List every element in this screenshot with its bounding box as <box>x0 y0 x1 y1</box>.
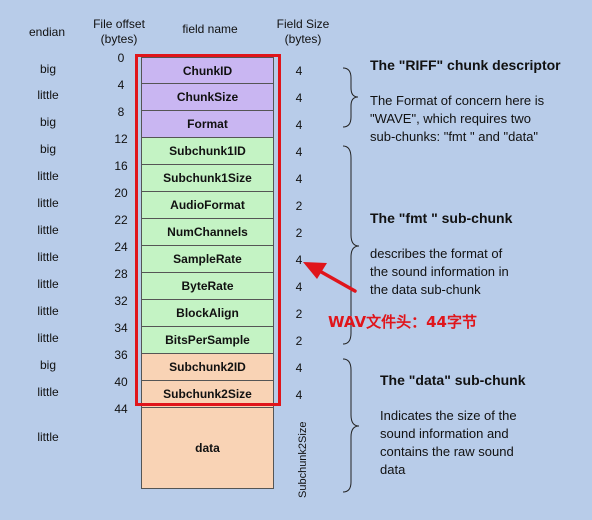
data-section-title: The "data" sub-chunk <box>380 372 526 388</box>
header-highlight-box <box>135 54 281 406</box>
offset-header: File offset (bytes) <box>84 17 154 47</box>
size-label: 4 <box>295 172 303 186</box>
offset-label: 36 <box>114 348 128 362</box>
offset-label: 0 <box>117 51 125 65</box>
size-label: 2 <box>295 307 303 321</box>
size-header-line1: Field Size <box>276 17 330 31</box>
wav-header-annotation: WAV文件头：44字节 <box>328 313 477 331</box>
endian-label: big <box>39 115 56 129</box>
riff-brace <box>342 67 359 128</box>
data-section-description: Indicates the size of the sound informat… <box>380 407 517 479</box>
field-blockalign: BlockAlign <box>141 299 274 327</box>
offset-label: 40 <box>114 375 128 389</box>
endian-header: endian <box>28 25 66 39</box>
red-arrow-shaft <box>314 267 357 293</box>
field-format: Format <box>141 110 274 138</box>
offset-label: 16 <box>114 159 128 173</box>
size-label: 4 <box>295 253 303 267</box>
size-label: 4 <box>295 388 303 402</box>
endian-label: little <box>37 196 59 210</box>
field-data: data <box>141 407 274 489</box>
endian-label: big <box>39 358 56 372</box>
fmt-desc-line: describes the format of <box>370 246 503 261</box>
offset-label: 44 <box>114 402 128 416</box>
field-samplerate: SampleRate <box>141 245 274 273</box>
data-desc-line: data <box>380 462 406 477</box>
field-audioformat: AudioFormat <box>141 191 274 219</box>
fmt-brace <box>342 145 360 345</box>
offset-label: 8 <box>117 105 125 119</box>
offset-label: 28 <box>114 267 128 281</box>
size-label: 4 <box>295 280 303 294</box>
endian-label: big <box>39 62 56 76</box>
offset-header-line2: (bytes) <box>100 32 138 46</box>
endian-label: little <box>37 169 59 183</box>
riff-desc-line: sub-chunks: "fmt " and "data" <box>370 129 539 144</box>
size-label: 4 <box>295 361 303 375</box>
size-label: 2 <box>295 334 303 348</box>
fmt-section-title: The "fmt " sub-chunk <box>370 210 513 226</box>
field-numchannels: NumChannels <box>141 218 274 246</box>
field-size-header: Field Size (bytes) <box>268 17 338 47</box>
endian-label: little <box>37 88 59 102</box>
endian-label: little <box>37 277 59 291</box>
endian-label: little <box>37 331 59 345</box>
fmt-desc-line: the data sub-chunk <box>370 282 481 297</box>
data-brace <box>342 358 360 493</box>
size-header-line2: (bytes) <box>284 32 322 46</box>
data-desc-line: Indicates the size of the <box>380 408 517 423</box>
fmt-desc-line: the sound information in <box>370 264 509 279</box>
data-desc-line: contains the raw sound <box>380 444 514 459</box>
fmt-section-description: describes the format of the sound inform… <box>370 245 509 299</box>
size-label: 4 <box>295 118 303 132</box>
riff-section-title: The "RIFF" chunk descriptor <box>370 57 561 73</box>
endian-label: little <box>37 223 59 237</box>
offset-label: 34 <box>114 321 128 335</box>
red-arrow-head <box>303 262 327 279</box>
offset-label: 24 <box>114 240 128 254</box>
offset-label: 32 <box>114 294 128 308</box>
size-label: 2 <box>295 226 303 240</box>
riff-desc-line: "WAVE", which requires two <box>370 111 531 126</box>
data-desc-line: sound information and <box>380 426 509 441</box>
size-label: 4 <box>295 145 303 159</box>
field-name-header: field name <box>182 22 238 36</box>
riff-desc-line: The Format of concern here is <box>370 93 545 108</box>
riff-section-description: The Format of concern here is "WAVE", wh… <box>370 92 544 146</box>
offset-label: 12 <box>114 132 128 146</box>
offset-label: 4 <box>117 78 125 92</box>
endian-label: big <box>39 142 56 156</box>
offset-header-line1: File offset <box>93 17 145 31</box>
size-label: 4 <box>295 64 303 78</box>
offset-label: 20 <box>114 186 128 200</box>
endian-label: little <box>37 304 59 318</box>
size-label: 2 <box>295 199 303 213</box>
field-chunksize: ChunkSize <box>141 83 274 111</box>
endian-label: little <box>37 430 59 444</box>
field-subchunk1size: Subchunk1Size <box>141 164 274 192</box>
field-bitspersample: BitsPerSample <box>141 326 274 354</box>
offset-label: 22 <box>114 213 128 227</box>
endian-label: little <box>37 385 59 399</box>
endian-label: little <box>37 250 59 264</box>
size-label: 4 <box>295 91 303 105</box>
